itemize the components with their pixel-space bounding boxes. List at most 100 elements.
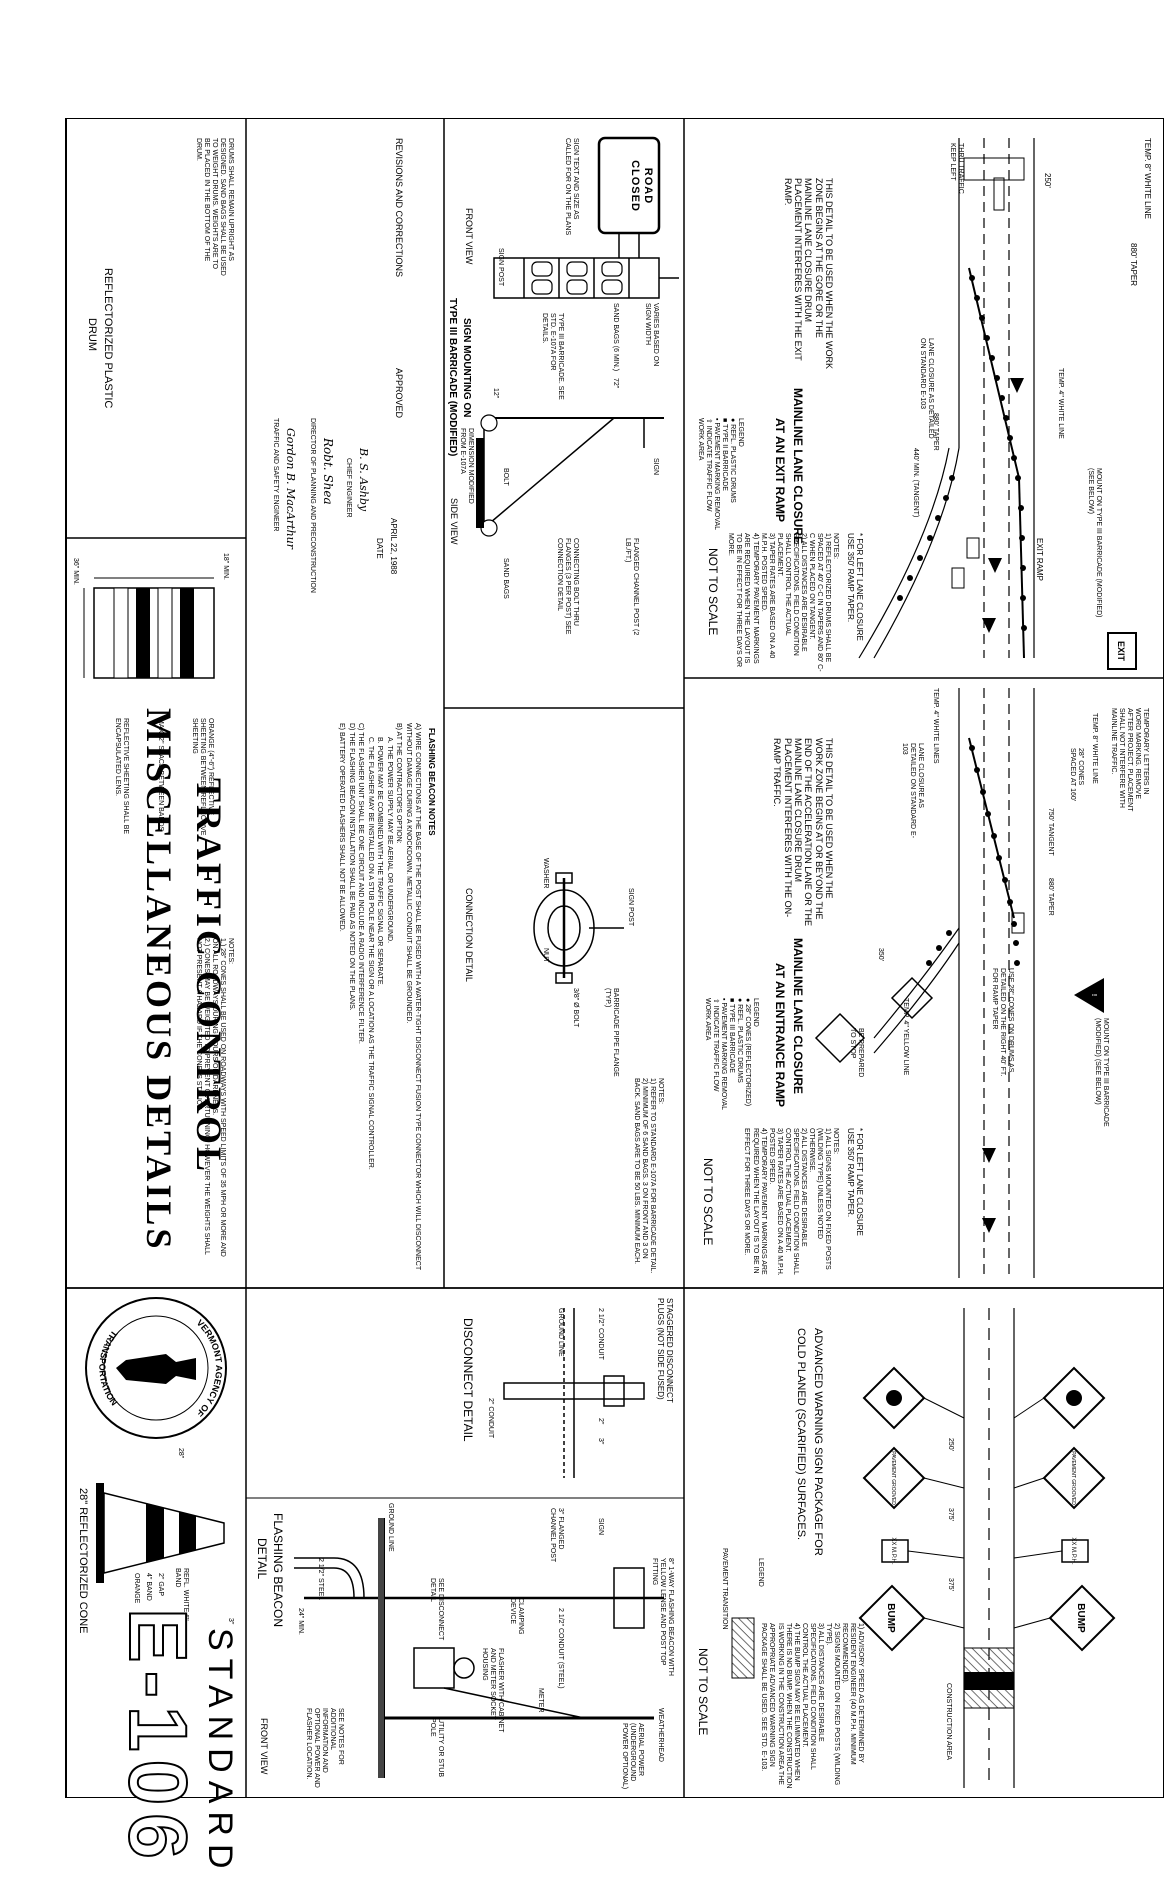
fb-sign: SIGN	[597, 1518, 604, 1536]
aw-legend-item: PAVEMENT TRANSITION	[721, 1548, 728, 1630]
sm-12: 12"	[492, 388, 499, 399]
drum-orange: ORANGE (4"-6") REFLECTIVE SHEETING BETWE…	[190, 718, 214, 836]
entrance-not-to-scale: NOT TO SCALE	[701, 1158, 715, 1246]
fb-disconnect: SEE DISCONNECT DETAIL	[428, 1578, 444, 1641]
svg-text:VERMONT AGENCY OF: VERMONT AGENCY OF	[194, 1318, 224, 1419]
fb-aerial: AERIAL POWER (UNDERGROUND POWER OPTIONAL…	[620, 1723, 644, 1790]
entrance-closure: LANE CLOSURE AS DETAILED ON STANDARD E-1…	[900, 743, 924, 839]
sm-front-view: FRONT VIEW	[464, 208, 474, 265]
aw-notes: 1) ADVISORY SPEED AS DETERMINED BY RESID…	[760, 1623, 864, 1789]
sm-bolt: BOLT	[502, 468, 509, 486]
cone-3in: 3"	[227, 1618, 234, 1625]
fb-24: 24" MIN.	[297, 1608, 304, 1635]
fb-channel: 3" FLANGED CHANNEL POST	[548, 1508, 564, 1563]
fb-weatherhead: WEATHERHEAD	[657, 1708, 664, 1762]
dc-ground: GROUND LINE	[557, 1308, 564, 1357]
flashing-beacon-drawing	[294, 1518, 664, 1778]
entrance-tangent-750: 750' TANGENT	[1047, 808, 1054, 856]
drum-18: 18" MIN.	[222, 553, 229, 580]
drum-note: DRUMS SHALL REMAIN UPRIGHT AS DESIGNED. …	[194, 138, 234, 276]
conn-title: CONNECTION DETAIL	[464, 888, 474, 982]
entrance-350: 350'	[877, 948, 884, 962]
cone-orange: ORANGE	[133, 1573, 140, 1604]
grooved-sign-bottom: PAVEMENT GROOVED	[890, 1451, 896, 1505]
sm-title-2: TYPE III BARRICADE (MODIFIED)	[447, 298, 458, 457]
drum-title-2: DRUM	[86, 318, 98, 351]
frame-lines	[65, 118, 1164, 1798]
date-label: DATE	[375, 538, 384, 559]
connection-drawing	[533, 872, 624, 984]
fb-ground: GROUND LINE	[387, 1503, 394, 1552]
sm-title-1: SIGN MOUNTING ON	[461, 318, 472, 418]
fb-title-2: DETAIL	[255, 1538, 269, 1580]
speed-sign-top: XX M.P.H.	[1070, 1537, 1076, 1565]
aw-title-1: ADVANCED WARNING SIGN PACKAGE FOR	[812, 1328, 824, 1556]
aw-title-2: COLD PLANED (SCARIFIED) SURFACES.	[795, 1328, 807, 1541]
cone-notes-text: NOTES:1.) 28" CONES SHALL BE USED ON ROA…	[194, 938, 234, 1257]
drum-title-1: REFLECTORIZED PLASTIC	[102, 268, 114, 409]
road-closed-sign: ROAD CLOSED	[629, 160, 654, 212]
rotated-drawing: EXIT TEMP. 8" WHITE LINE 880' TAPER 250'…	[64, 118, 1164, 1877]
signer-3-title: TRAFFIC AND SAFETY ENGINEER	[272, 418, 279, 532]
exit-temp-4-label: TEMP. 4" WHITE LINE	[1057, 368, 1064, 439]
aw-375a: 375'	[947, 1508, 954, 1521]
sm-sign-post: SIGN POST	[497, 248, 504, 287]
conn-washer: WASHER	[542, 858, 549, 889]
sm-varies: VARIES BASED ON SIGN WIDTH	[643, 303, 659, 367]
entrance-temp-white: TEMP. 8" WHITE LINE	[1091, 713, 1098, 784]
sm-sign-text-note: SIGN TEXT AND SIZE AS CALLED FOR ON THE …	[563, 138, 579, 236]
advanced-warning-drawing: BUMP BUMP PAVEMENT GROOVED PAVEMENT GROO…	[731, 1308, 1116, 1788]
dc-conduit: 2 1/2" CONDUIT	[597, 1308, 604, 1360]
fb-conduit: 2 1/2" CONDUIT (STEEL)	[557, 1608, 564, 1689]
sm-sign: SIGN	[652, 458, 659, 476]
fb-flasher: FLASHER WITH CABINET AND METER SOCKET HO…	[480, 1648, 504, 1733]
entrance-cones-label: 28" CONES SPACED AT 160'	[1068, 748, 1084, 802]
exit-temp-white-label: TEMP. 8" WHITE LINE	[1143, 138, 1152, 219]
fb-clamping: CLAMPING DEVICE	[508, 1598, 524, 1635]
exit-taper-880b: 880' TAPER	[932, 413, 939, 451]
disconnect-drawing	[503, 1308, 645, 1478]
cone-drawing	[96, 1483, 225, 1583]
standard-label: STANDARD	[201, 1628, 239, 1877]
conn-notes: NOTES:1) REFER TO STANDARD E-107A FOR BA…	[632, 1078, 664, 1274]
drawing-sheet: EXIT TEMP. 8" WHITE LINE 880' TAPER 250'…	[64, 118, 1164, 1877]
sm-sand-bags-2: SAND BAGS	[502, 558, 509, 599]
entrance-usage-note: THIS DETAIL TO BE USED WHEN THE WORK ZON…	[772, 738, 834, 927]
exit-thru-traffic: THRU TRAFFIC KEEP LEFT	[948, 143, 964, 194]
sign-mounting-drawing	[476, 136, 679, 537]
sm-sand-bags: SAND BAGS (6 MIN.)	[612, 303, 619, 372]
entrance-temp-letters: TEMPORARY LETTERS IN WORD MARKING. REMOV…	[1109, 708, 1149, 812]
aw-legend-title: LEGEND	[757, 1558, 764, 1587]
sm-dimension: DIMENSION MODIFIED FROM E-107A	[458, 428, 474, 504]
bump-sign-bottom: BUMP	[885, 1603, 896, 1633]
fb-notes-title: FLASHING BEACON NOTES	[427, 728, 436, 836]
entrance-temp-4: TEMP. 4" WHITE LINES	[932, 688, 939, 764]
exit-legend: LEGEND● REFL. PLASTIC DRUMS■ TYPE II BAR…	[696, 418, 744, 531]
fb-notes-list: A) WIRE CONNECTIONS AT THE BASE OF THE P…	[338, 723, 422, 1270]
approved-label: APPROVED	[394, 368, 404, 419]
entrance-title-2: AT AN ENTRANCE RAMP	[773, 963, 787, 1107]
cone-28in: 28"	[177, 1448, 184, 1459]
fb-front-view: FRONT VIEW	[259, 1718, 269, 1775]
cone-title: 28" REFLECTORIZED CONE	[77, 1488, 89, 1634]
entrance-notes: NOTES:1) ALL SIGNS MOUNTED ON FIXED POST…	[743, 1128, 839, 1276]
sm-type3: TYPE III BARRICADE. SEE STD. E-107A FOR …	[540, 313, 564, 400]
entrance-880: 880' TAPER	[1047, 878, 1054, 916]
exit-title-2: AT AN EXIT RAMP	[773, 418, 787, 522]
sm-72: 72"	[612, 378, 619, 389]
fb-beacon: 8" 1-WAY FLASHING BEACON WITH YELLOW LEN…	[650, 1558, 674, 1676]
dc-staggered: STAGGERED DISCONNECT PLUGS (NOT SIDE FUS…	[655, 1298, 674, 1403]
entrance-legend: LEGEND● 28" CONES (REFLECTORIZED)● REFL.…	[703, 998, 759, 1111]
seal-top-text: VERMONT AGENCY OF	[194, 1318, 224, 1419]
dc-conduit-2: 2" CONDUIT	[487, 1398, 494, 1439]
construction-area-label: CONSTRUCTION AREA	[945, 1683, 952, 1761]
signature-3: Gordon B. MacArthur	[284, 428, 297, 550]
cone-gap: 2" GAP	[157, 1573, 164, 1597]
exit-440-label: 440' MIN. (TANGENT)	[912, 448, 919, 518]
conn-bolt: 3/8" Ø BOLT	[572, 988, 579, 1028]
standard-number: E-106	[111, 1607, 204, 1868]
signer-1-title: CHIEF ENGINEER	[345, 458, 352, 518]
aw-250: 250'	[947, 1438, 954, 1451]
dc-2in: 2"	[597, 1418, 604, 1425]
signature-1: B. S. Ashby	[357, 448, 370, 512]
